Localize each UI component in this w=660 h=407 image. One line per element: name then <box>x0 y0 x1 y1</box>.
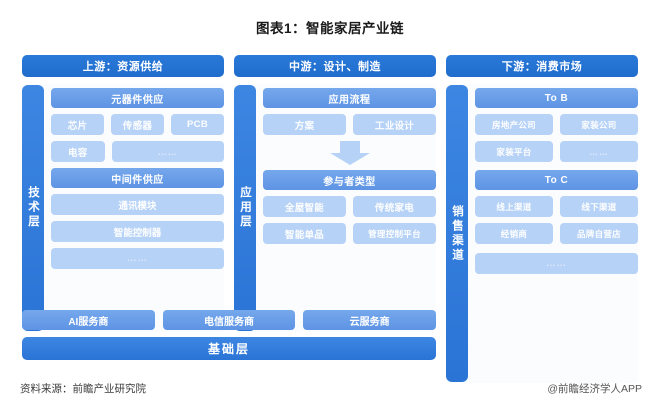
chip-traditional-appliance[interactable]: 传统家电 <box>353 196 436 217</box>
page-title: 图表1：智能家居产业链 <box>255 21 404 36</box>
chip-row: 房地产公司 家装公司 <box>475 114 638 135</box>
chip-chip[interactable]: 芯片 <box>51 114 104 135</box>
chip-management-control-platform[interactable]: 管理控制平台 <box>353 223 436 244</box>
chip-smart-single-product[interactable]: 智能单品 <box>263 223 346 244</box>
chip-row: 家装平台 …… <box>475 141 638 162</box>
upstream-stack: 元器件供应 芯片 传感器 PCB 电容 …… 中间件供应 通讯模块 智能控制器 … <box>44 84 224 332</box>
service-ai-provider[interactable]: AI服务商 <box>22 310 155 330</box>
flow-arrow-container <box>263 135 436 170</box>
chip-industrial-design[interactable]: 工业设计 <box>353 114 436 135</box>
group-heading-middleware-supply[interactable]: 中间件供应 <box>51 168 224 188</box>
chip-ellipsis[interactable]: …… <box>111 141 224 162</box>
chip-capacitor[interactable]: 电容 <box>51 141 105 162</box>
column-downstream: 下游：消费市场 销售渠道 To B 房地产公司 家装公司 家装平台 …… To … <box>446 55 638 383</box>
chip-offline-channel[interactable]: 线下渠道 <box>560 196 638 217</box>
column-header-midstream: 中游：设计、制造 <box>234 55 436 77</box>
chip-real-estate-company[interactable]: 房地产公司 <box>475 114 553 135</box>
chip-ellipsis[interactable]: …… <box>560 141 638 162</box>
downstream-stack: To B 房地产公司 家装公司 家装平台 …… To C 线上渠道 线下渠道 经… <box>468 84 638 383</box>
foundation-layer-bar: 基础层 <box>22 337 436 360</box>
chip-pcb[interactable]: PCB <box>171 114 224 135</box>
side-label-application-layer: 应用层 <box>234 85 256 331</box>
watermark-text: @前瞻经济学人APP <box>547 383 642 395</box>
group-heading-participant-type[interactable]: 参与者类型 <box>263 170 436 190</box>
chip-sensor[interactable]: 传感器 <box>111 114 164 135</box>
column-body-downstream: 销售渠道 To B 房地产公司 家装公司 家装平台 …… To C 线上渠道 线… <box>446 84 638 383</box>
down-arrow-icon <box>329 141 370 165</box>
chip-row: 电容 …… <box>51 141 224 162</box>
chip-brand-store[interactable]: 品牌自营店 <box>560 223 638 244</box>
service-provider-row: AI服务商 电信服务商 云服务商 <box>22 310 437 330</box>
chip-row: 芯片 传感器 PCB <box>51 114 224 135</box>
chip-row: 方案 工业设计 <box>263 114 436 135</box>
chip-row: 线上渠道 线下渠道 <box>475 196 638 217</box>
chip-solution[interactable]: 方案 <box>263 114 346 135</box>
service-telecom-provider[interactable]: 电信服务商 <box>162 310 296 330</box>
foundation-band: AI服务商 电信服务商 云服务商 基础层 <box>22 310 437 360</box>
bar-smart-controller[interactable]: 智能控制器 <box>51 221 224 242</box>
chip-row: 智能单品 管理控制平台 <box>263 223 436 244</box>
chip-whole-house-smart[interactable]: 全屋智能 <box>263 196 346 217</box>
column-header-downstream: 下游：消费市场 <box>446 55 638 77</box>
column-upstream: 上游：资源供给 技术层 元器件供应 芯片 传感器 PCB 电容 …… 中间件供应… <box>22 55 224 332</box>
column-header-upstream: 上游：资源供给 <box>22 55 224 77</box>
service-cloud-provider[interactable]: 云服务商 <box>303 310 437 330</box>
chip-row: 经销商 品牌自营店 <box>475 223 638 244</box>
chip-row: 全屋智能 传统家电 <box>263 196 436 217</box>
column-body-upstream: 技术层 元器件供应 芯片 传感器 PCB 电容 …… 中间件供应 通讯模块 智能… <box>22 84 224 332</box>
footer: 资料来源：前瞻产业研究院 @前瞻经济学人APP <box>20 381 642 396</box>
group-heading-component-supply[interactable]: 元器件供应 <box>51 88 224 108</box>
side-label-sales-channel: 销售渠道 <box>446 85 468 382</box>
bar-communication-module[interactable]: 通讯模块 <box>51 194 224 215</box>
chip-home-decoration-company[interactable]: 家装公司 <box>560 114 638 135</box>
source-text: 资料来源：前瞻产业研究院 <box>20 383 146 395</box>
group-heading-to-b[interactable]: To B <box>475 88 638 108</box>
chip-online-channel[interactable]: 线上渠道 <box>475 196 553 217</box>
chip-home-decoration-platform[interactable]: 家装平台 <box>475 141 553 162</box>
group-heading-to-c[interactable]: To C <box>475 170 638 190</box>
side-label-technology-layer: 技术层 <box>22 85 44 331</box>
column-midstream: 中游：设计、制造 应用层 应用流程 方案 工业设计 参与者类型 全屋智能 传统家… <box>234 55 436 332</box>
column-body-midstream: 应用层 应用流程 方案 工业设计 参与者类型 全屋智能 传统家电 <box>234 84 436 332</box>
chip-distributor[interactable]: 经销商 <box>475 223 553 244</box>
bar-ellipsis[interactable]: …… <box>475 253 638 274</box>
bar-ellipsis[interactable]: …… <box>51 248 224 269</box>
midstream-stack: 应用流程 方案 工业设计 参与者类型 全屋智能 传统家电 智能单品 <box>256 84 436 332</box>
group-heading-application-process[interactable]: 应用流程 <box>263 88 436 108</box>
